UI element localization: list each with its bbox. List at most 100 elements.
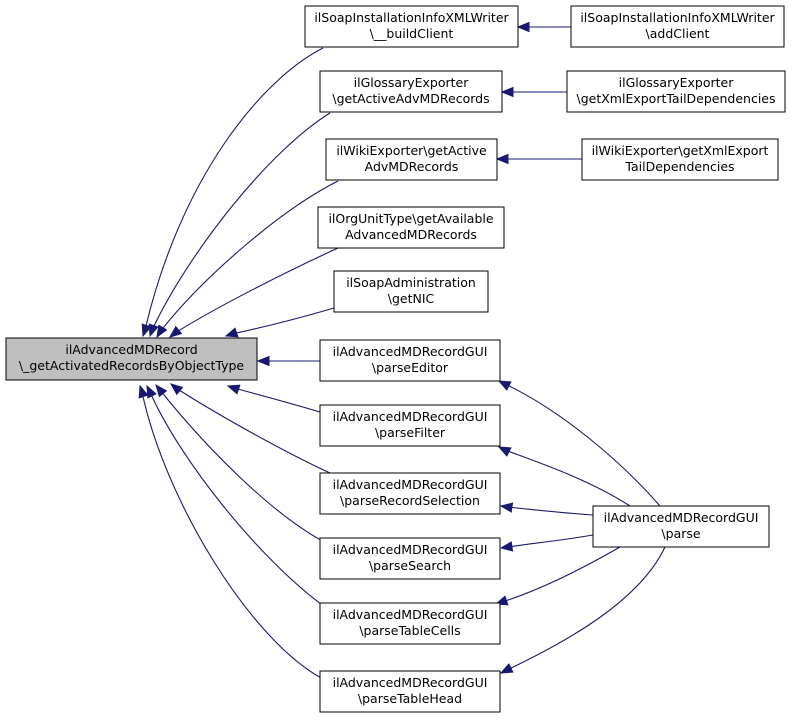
arrowhead [141, 323, 152, 338]
node-box [319, 339, 501, 382]
node-label-line: ilGlossaryExporter [354, 75, 470, 90]
node-label-line: \parseTableCells [359, 623, 460, 638]
node-label-line: ilGlossaryExporter [619, 75, 735, 90]
edge-gui_recsel-to-root [169, 383, 331, 474]
edge-line [501, 546, 621, 603]
edge-gui_search-to-root [155, 383, 331, 546]
node-label-line: \parseSearch [369, 558, 451, 573]
node-wiki_get[interactable]: ilWikiExporter\getActiveAdvMDRecords [325, 138, 498, 181]
node-label-line: ilWikiExporter\getActive [336, 143, 487, 158]
node-label-line: AdvancedMDRecords [345, 227, 477, 242]
edge-soap_build-to-root [141, 47, 324, 338]
edge-line [151, 112, 331, 331]
node-box [304, 5, 519, 48]
node-box [319, 472, 501, 515]
node-soap_build[interactable]: ilSoapInstallationInfoXMLWriter\__buildC… [304, 5, 519, 48]
arrowhead [497, 446, 512, 457]
node-box [570, 5, 785, 48]
node-gui_recsel[interactable]: ilAdvancedMDRecordGUI\parseRecordSelecti… [319, 472, 501, 515]
node-label-line: AdvMDRecords [365, 159, 459, 174]
edge-gui_parse-to-gui_cells [494, 546, 621, 606]
edge-glossary_tail-to-glossary_get [500, 86, 567, 98]
arrowhead [499, 541, 514, 552]
edge-line [504, 449, 631, 507]
edge-gui_parse-to-gui_search [499, 534, 594, 552]
arrowhead [497, 380, 512, 391]
arrowhead [256, 355, 270, 367]
edge-gui_parse-to-gui_filter [497, 446, 631, 507]
node-gui_editor[interactable]: ilAdvancedMDRecordGUI\parseEditor [319, 339, 501, 382]
edge-gui_parse-to-gui_editor [497, 380, 661, 507]
node-label-line: \parseEditor [372, 360, 449, 375]
node-glossary_get[interactable]: ilGlossaryExporter\getActiveAdvMDRecords [319, 70, 503, 113]
edge-glossary_get-to-root [148, 112, 331, 338]
node-root[interactable]: ilAdvancedMDRecord\_getActivatedRecordsB… [5, 337, 258, 381]
node-label-line: ilAdvancedMDRecordGUI [333, 409, 488, 424]
node-box [319, 670, 501, 713]
arrowhead [148, 323, 159, 338]
node-orgunit[interactable]: ilOrgUnitType\getAvailableAdvancedMDReco… [317, 206, 505, 249]
node-label-line: ilAdvancedMDRecordGUI [333, 675, 488, 690]
edge-line [159, 389, 331, 546]
edge-line [504, 383, 661, 507]
node-label-line: TailDependencies [624, 159, 734, 174]
node-glossary_tail[interactable]: ilGlossaryExporter\getXmlExportTailDepen… [566, 70, 786, 113]
node-gui_filter[interactable]: ilAdvancedMDRecordGUI\parseFilter [319, 404, 501, 447]
node-box [592, 505, 770, 548]
edge-soap_add-to-soap_build [516, 21, 571, 33]
edge-line [175, 387, 331, 474]
node-gui_head[interactable]: ilAdvancedMDRecordGUI\parseTableHead [319, 670, 501, 713]
edge-gui_parse-to-gui_recsel [499, 502, 594, 516]
node-box [319, 404, 501, 447]
edge-line [233, 387, 321, 413]
edge-soap_admin-to-root [224, 307, 335, 338]
node-box [325, 138, 498, 181]
node-label-line: \getXmlExportTailDependencies [577, 91, 776, 106]
arrowhead [138, 384, 149, 399]
arrowhead [495, 153, 509, 165]
node-label-line: ilAdvancedMDRecordGUI [333, 344, 488, 359]
edge-gui_cells-to-root [146, 384, 326, 608]
node-label-line: \parse [661, 526, 700, 541]
edge-gui_editor-to-root [256, 355, 320, 367]
node-label-line: \parseFilter [375, 425, 446, 440]
edge-line [507, 534, 594, 548]
node-label-line: ilSoapInstallationInfoXMLWriter [314, 10, 509, 25]
edge-line [507, 506, 594, 516]
node-gui_search[interactable]: ilAdvancedMDRecordGUI\parseSearch [319, 537, 501, 580]
arrowhead [499, 663, 514, 674]
node-label-line: \parseTableHead [358, 691, 462, 706]
arrowhead [169, 383, 184, 396]
node-label-line: ilAdvancedMDRecordGUI [333, 542, 488, 557]
node-label-line: \getNIC [388, 291, 435, 306]
edge-line [141, 391, 324, 680]
arrowhead [224, 327, 239, 338]
edge-orgunit-to-root [168, 247, 339, 338]
edge-wiki_tail-to-wiki_get [495, 153, 582, 165]
node-soap_add[interactable]: ilSoapInstallationInfoXMLWriter\addClien… [570, 5, 785, 48]
node-wiki_tail[interactable]: ilWikiExporter\getXmlExportTailDependenc… [581, 138, 779, 181]
node-box [333, 270, 489, 313]
arrowhead [168, 325, 183, 338]
node-label-line: ilSoapInstallationInfoXMLWriter [580, 10, 775, 25]
node-label-line: \parseRecordSelection [340, 493, 480, 508]
node-box [319, 70, 503, 113]
node-soap_admin[interactable]: ilSoapAdministration\getNIC [333, 270, 489, 313]
arrowhead [499, 502, 514, 513]
arrowhead [516, 21, 530, 33]
node-label-line: \addClient [646, 26, 710, 41]
node-label-line: ilAdvancedMDRecordGUI [333, 477, 488, 492]
node-gui_parse[interactable]: ilAdvancedMDRecordGUI\parse [592, 505, 770, 548]
node-label-line: ilAdvancedMDRecordGUI [333, 607, 488, 622]
arrowhead [155, 383, 168, 398]
node-label-line: ilAdvancedMDRecordGUI [604, 510, 759, 525]
arrowhead [156, 324, 168, 339]
node-gui_cells[interactable]: ilAdvancedMDRecordGUI\parseTableCells [319, 602, 501, 645]
edge-line [506, 546, 666, 671]
node-label-line: \__buildClient [370, 26, 454, 41]
edge-line [231, 307, 335, 335]
edge-line [159, 180, 339, 333]
node-label-line: ilSoapAdministration [346, 275, 476, 290]
edge-gui_head-to-root [138, 384, 324, 680]
node-layer: ilAdvancedMDRecord\_getActivatedRecordsB… [5, 5, 786, 713]
